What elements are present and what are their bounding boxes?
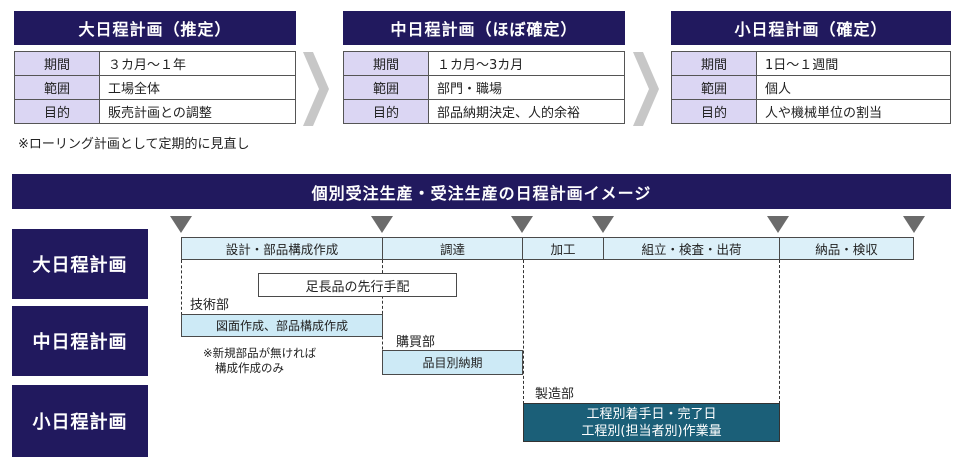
item-delivery-bar: 品目別納期 [382, 350, 523, 375]
row-label-middle: 中日程計画 [12, 306, 148, 376]
phase-design: 設計・部品構成作成 [181, 237, 383, 260]
triangle-down-icon [592, 216, 614, 233]
drawing-note-line2: 構成作成のみ [215, 361, 284, 375]
panel-title-large: 大日程計画（推定） [14, 11, 296, 45]
process-schedule-bar: 工程別着手日・完了日 工程別(担当者別)作業量 [523, 403, 780, 442]
phase-delivery: 納品・検収 [779, 237, 914, 260]
process-line2: 工程別(担当者別)作業量 [581, 423, 722, 439]
dashed-guide [523, 260, 524, 404]
dashed-guide [779, 260, 780, 404]
table-key: 範囲 [671, 75, 757, 100]
dashed-guide [181, 260, 182, 315]
triangle-down-icon [511, 216, 533, 233]
table-value: 人や機械単位の割当 [756, 99, 951, 124]
phase-machining: 加工 [522, 237, 604, 260]
table-value: １カ月～3カ月 [428, 51, 625, 76]
table-value: 個人 [756, 75, 951, 100]
table-value: ３カ月～１年 [99, 51, 296, 76]
rolling-note: ※ローリング計画として定期的に見直し [18, 137, 250, 152]
table-value: 販売計画との調整 [99, 99, 296, 124]
row-label-large: 大日程計画 [12, 229, 148, 299]
table-key: 期間 [14, 51, 100, 76]
panel-title-small: 小日程計画（確定） [671, 11, 951, 45]
table-key: 期間 [343, 51, 429, 76]
table-key: 目的 [671, 99, 757, 124]
phase-procurement: 調達 [382, 237, 523, 260]
row-label-small: 小日程計画 [12, 385, 148, 457]
drawing-note-line1: ※新規部品が無ければ [203, 346, 317, 360]
table-value: 工場全体 [99, 75, 296, 100]
process-line1: 工程別着手日・完了日 [586, 406, 717, 422]
table-key: 目的 [14, 99, 100, 124]
dept-label-mfg: 製造部 [535, 387, 575, 402]
table-value: 部品納期決定、人的余裕 [428, 99, 625, 124]
triangle-down-icon [170, 216, 192, 233]
table-value: 1日～１週間 [756, 51, 951, 76]
phase-assembly: 組立・検査・出荷 [603, 237, 780, 260]
triangle-down-icon [371, 216, 393, 233]
chevron-right-icon [303, 52, 329, 126]
dept-label-purchase: 購買部 [396, 335, 436, 350]
table-key: 範囲 [343, 75, 429, 100]
table-key: 範囲 [14, 75, 100, 100]
advance-order-bar: 足長品の先行手配 [258, 273, 457, 297]
triangle-down-icon [903, 216, 925, 233]
dept-label-tech: 技術部 [190, 298, 230, 313]
table-key: 期間 [671, 51, 757, 76]
banner-title: 個別受注生産・受注生産の日程計画イメージ [12, 174, 951, 209]
drawing-bar: 図面作成、部品構成作成 [181, 314, 383, 337]
table-value: 部門・職場 [428, 75, 625, 100]
table-key: 目的 [343, 99, 429, 124]
chevron-right-icon [633, 52, 659, 126]
triangle-down-icon [767, 216, 789, 233]
panel-title-middle: 中日程計画（ほぼ確定） [343, 11, 625, 45]
